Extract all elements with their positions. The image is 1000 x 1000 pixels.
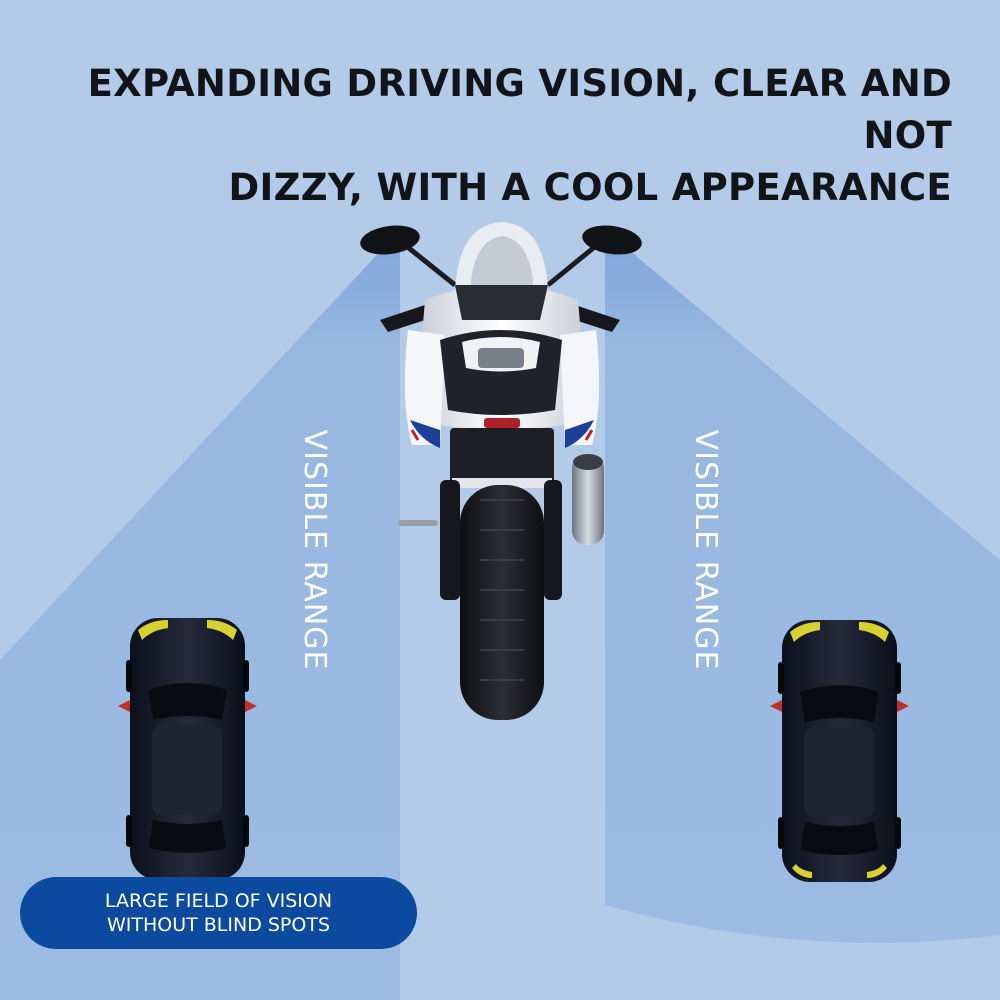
visible-range-right xyxy=(605,230,1000,1000)
motorcycle-rear-view-icon xyxy=(360,222,642,720)
feature-badge-line-1: LARGE FIELD OF VISION xyxy=(104,890,333,912)
visible-range-left xyxy=(0,230,400,1000)
feature-badge: LARGE FIELD OF VISION WITHOUT BLIND SPOT… xyxy=(20,877,417,949)
headline: EXPANDING DRIVING VISION, CLEAR AND NOT … xyxy=(12,58,952,214)
headline-line-1: EXPANDING DRIVING VISION, CLEAR AND NOT xyxy=(87,62,952,157)
feature-badge-line-2: WITHOUT BLIND SPOTS xyxy=(106,914,331,936)
visible-range-label-left: VISIBLE RANGE xyxy=(297,429,332,671)
headline-line-2: DIZZY, WITH A COOL APPEARANCE xyxy=(228,166,952,209)
visible-range-label-right: VISIBLE RANGE xyxy=(688,429,723,671)
car-right-top-view-icon xyxy=(770,620,909,882)
car-left-top-view-icon xyxy=(118,618,257,880)
